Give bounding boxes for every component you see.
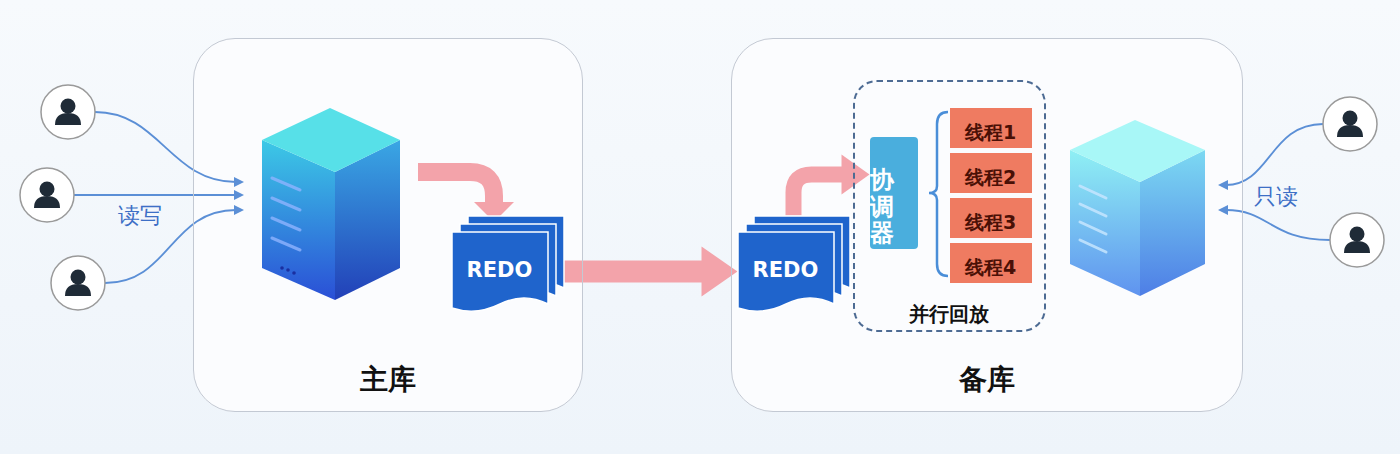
replay-group: 并行回放 协调器 线程1 线程2 线程3 线程4 [853, 80, 1046, 332]
server-icon [262, 108, 400, 300]
node-label: 协调器 [870, 167, 894, 246]
node-label: 线程3 [950, 210, 1032, 236]
database-box: 主库 REDO [193, 38, 583, 412]
coordinator-box: 协调器 [870, 137, 918, 249]
flow-label: 读写 [118, 201, 162, 231]
box-ground [193, 38, 583, 412]
flow-label: 只读 [1254, 182, 1298, 212]
node-label: 线程1 [950, 120, 1032, 146]
thread-box: 线程4 [950, 243, 1032, 283]
user-wires [1226, 124, 1330, 240]
redo-log: REDO [738, 216, 850, 312]
user-icon [51, 256, 105, 310]
flow-arrow [564, 247, 738, 297]
node-label: 主库 [194, 361, 582, 399]
user-icon [1330, 213, 1384, 267]
node-label: 线程4 [950, 255, 1032, 281]
server-icon [1070, 120, 1205, 296]
thread-box: 线程1 [950, 108, 1032, 148]
arrowheads [1218, 180, 1228, 215]
user-icon [20, 168, 74, 222]
user-icon [1323, 97, 1377, 151]
node-label: REDO [452, 258, 548, 300]
thread-box: 线程3 [950, 198, 1032, 238]
node-label: 线程2 [950, 165, 1032, 191]
thread-box: 线程2 [950, 153, 1032, 193]
user-wires [74, 112, 236, 283]
node-label: 备库 [732, 361, 1242, 399]
database-box: 备库 REDO 并行回放 协调器 线程1 线程2 线程3 线程4 [731, 38, 1243, 412]
node-label: REDO [738, 258, 834, 300]
arrowheads [234, 177, 244, 215]
user-icon [41, 85, 95, 139]
redo-log: REDO [452, 216, 564, 312]
box-ground [731, 38, 1243, 412]
write-arrow [418, 172, 514, 222]
flow-arrow [794, 155, 870, 216]
brace [929, 112, 948, 276]
node-label: 并行回放 [855, 301, 1044, 328]
